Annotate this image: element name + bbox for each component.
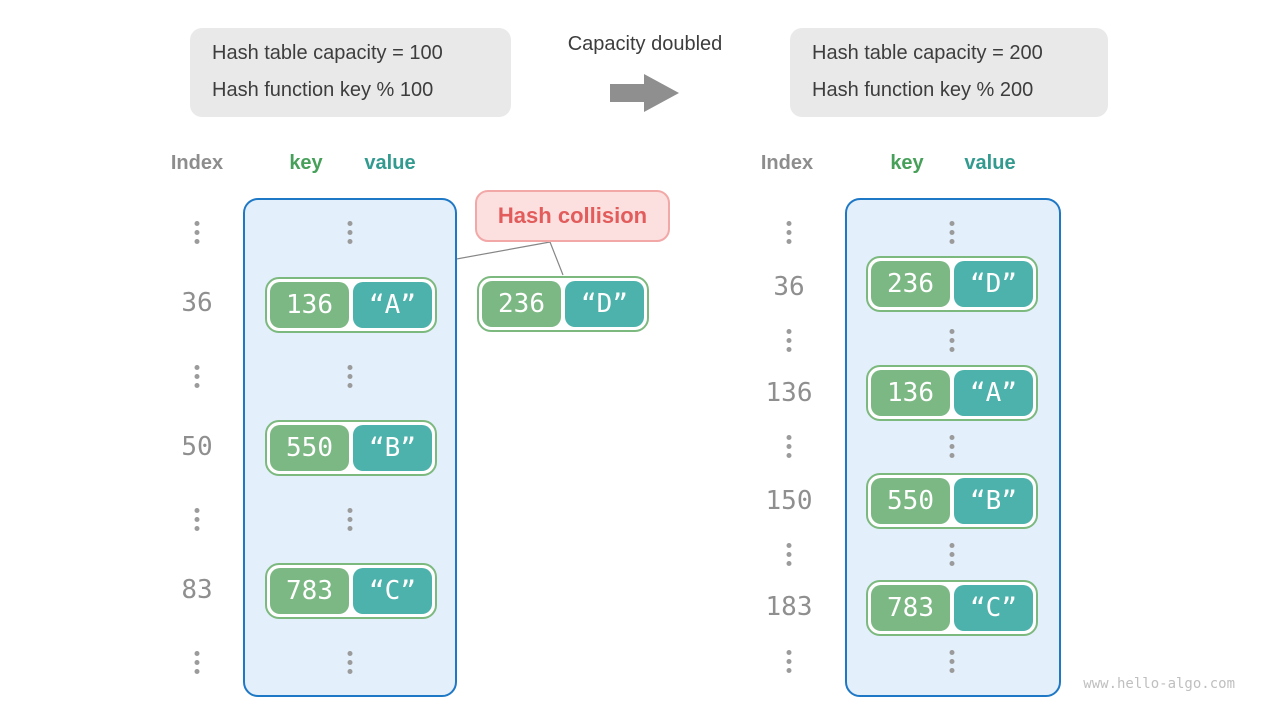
value-cell: “D”: [565, 281, 644, 327]
ellipsis-icon: [949, 543, 955, 566]
info-box-left-line2: Hash function key % 100: [212, 79, 434, 101]
hash-collision-badge: Hash collision: [475, 190, 670, 242]
ellipsis-icon: [194, 365, 200, 388]
key-cell: 783: [270, 568, 349, 614]
ellipsis-icon: [347, 508, 353, 531]
left-index-label: 50: [181, 432, 213, 462]
ellipsis-icon: [347, 651, 353, 674]
right-header-index: Index: [760, 152, 814, 174]
kv-pair: 136 “A”: [866, 365, 1038, 421]
ellipsis-icon: [786, 543, 792, 566]
left-header-value: value: [364, 152, 416, 174]
value-cell: “B”: [954, 478, 1033, 524]
right-index-label: 150: [765, 486, 813, 516]
watermark: www.hello-algo.com: [1083, 676, 1235, 692]
value-cell: “C”: [954, 585, 1033, 631]
right-index-label: 183: [765, 592, 813, 622]
value-cell: “D”: [954, 261, 1033, 307]
ellipsis-icon: [786, 650, 792, 673]
info-box-left: Hash table capacity = 100 Hash function …: [190, 28, 511, 117]
left-header-index: Index: [170, 152, 224, 174]
value-cell: “C”: [353, 568, 432, 614]
transition-label: Capacity doubled: [567, 33, 723, 55]
key-cell: 550: [270, 425, 349, 471]
left-index-label: 83: [181, 575, 213, 605]
colliding-kv-pair: 236 “D”: [477, 276, 649, 332]
key-cell: 136: [270, 282, 349, 328]
kv-pair: 550 “B”: [265, 420, 437, 476]
ellipsis-icon: [786, 221, 792, 244]
ellipsis-icon: [347, 221, 353, 244]
ellipsis-icon: [949, 329, 955, 352]
right-header-value: value: [964, 152, 1016, 174]
ellipsis-icon: [949, 650, 955, 673]
ellipsis-icon: [194, 221, 200, 244]
ellipsis-icon: [949, 221, 955, 244]
right-header-key: key: [890, 152, 924, 174]
ellipsis-icon: [194, 508, 200, 531]
info-box-left-line1: Hash table capacity = 100: [212, 42, 443, 64]
value-cell: “A”: [954, 370, 1033, 416]
value-cell: “A”: [353, 282, 432, 328]
key-cell: 550: [871, 478, 950, 524]
right-index-label: 136: [765, 378, 813, 408]
left-header-key: key: [289, 152, 323, 174]
kv-pair: 783 “C”: [866, 580, 1038, 636]
kv-pair: 783 “C”: [265, 563, 437, 619]
info-box-right-line1: Hash table capacity = 200: [812, 42, 1043, 64]
ellipsis-icon: [194, 651, 200, 674]
info-box-right-line2: Hash function key % 200: [812, 79, 1034, 101]
info-box-right: Hash table capacity = 200 Hash function …: [790, 28, 1108, 117]
key-cell: 136: [871, 370, 950, 416]
key-cell: 783: [871, 585, 950, 631]
right-arrow-icon: [610, 74, 679, 112]
kv-pair: 136 “A”: [265, 277, 437, 333]
ellipsis-icon: [347, 365, 353, 388]
key-cell: 236: [871, 261, 950, 307]
left-index-label: 36: [181, 288, 213, 318]
key-cell: 236: [482, 281, 561, 327]
kv-pair: 550 “B”: [866, 473, 1038, 529]
ellipsis-icon: [786, 329, 792, 352]
value-cell: “B”: [353, 425, 432, 471]
right-index-label: 36: [773, 272, 805, 302]
kv-pair: 236 “D”: [866, 256, 1038, 312]
ellipsis-icon: [786, 435, 792, 458]
ellipsis-icon: [949, 435, 955, 458]
